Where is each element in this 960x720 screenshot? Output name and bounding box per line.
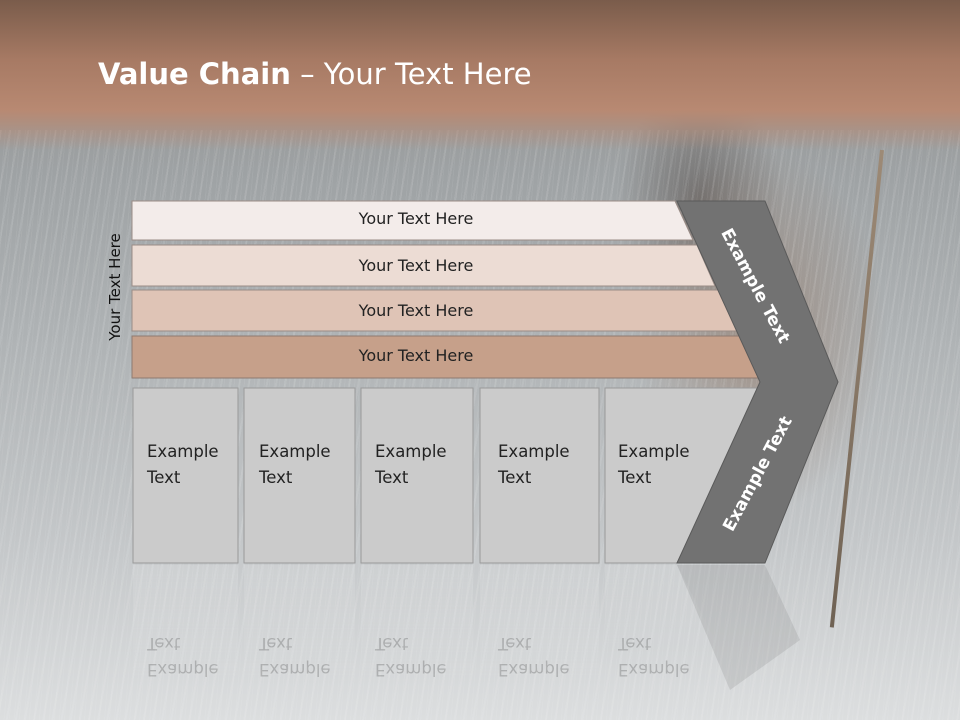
- example-box-1[interactable]: [132, 387, 239, 564]
- bar-2[interactable]: [131, 244, 716, 287]
- bar-1[interactable]: [131, 200, 694, 241]
- bar-label-4: Your Text Here: [358, 346, 474, 365]
- chevron-reflection: [677, 565, 800, 690]
- title-rest: – Your Text Here: [290, 57, 532, 91]
- example-box-4[interactable]: [479, 387, 600, 564]
- title-bold: Value Chain: [98, 57, 291, 91]
- header-band: [0, 0, 960, 150]
- slide-title[interactable]: Value Chain – Your Text Here: [98, 52, 532, 96]
- bar-label-3: Your Text Here: [358, 301, 474, 320]
- example-box-2[interactable]: [243, 387, 356, 564]
- bar-label-2: Your Text Here: [358, 256, 474, 275]
- bar-label-1: Your Text Here: [358, 209, 474, 228]
- chevron-arrow[interactable]: [676, 200, 839, 564]
- example-box-3[interactable]: [360, 387, 474, 564]
- box-reflections: [133, 565, 720, 685]
